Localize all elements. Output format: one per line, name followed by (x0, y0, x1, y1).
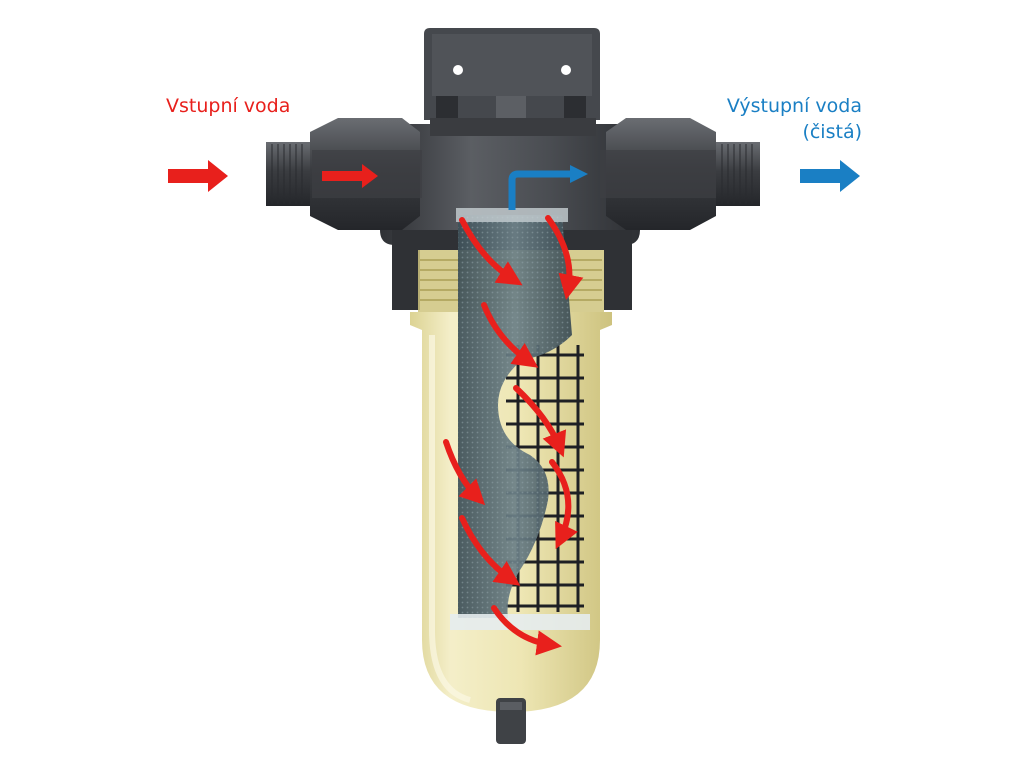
mount-hole-right (561, 65, 571, 75)
cartridge-base (450, 614, 590, 630)
outlet-label-line1: Výstupní voda (726, 95, 862, 117)
outlet-arrow (800, 160, 860, 192)
outlet-label-line2: (čistá) (802, 121, 862, 143)
outlet-label: Výstupní voda (čistá) (698, 93, 862, 145)
mounting-bracket (424, 28, 600, 120)
inlet-label: Vstupní voda (166, 93, 290, 119)
clean-water-arrow (508, 165, 588, 210)
inlet-label-text: Vstupní voda (166, 95, 291, 117)
outlet-connection (600, 118, 760, 230)
inner-inlet-arrow (322, 164, 378, 188)
mount-hole-left (453, 65, 463, 75)
inlet-arrow (168, 160, 228, 192)
flow-arrows (443, 215, 584, 656)
